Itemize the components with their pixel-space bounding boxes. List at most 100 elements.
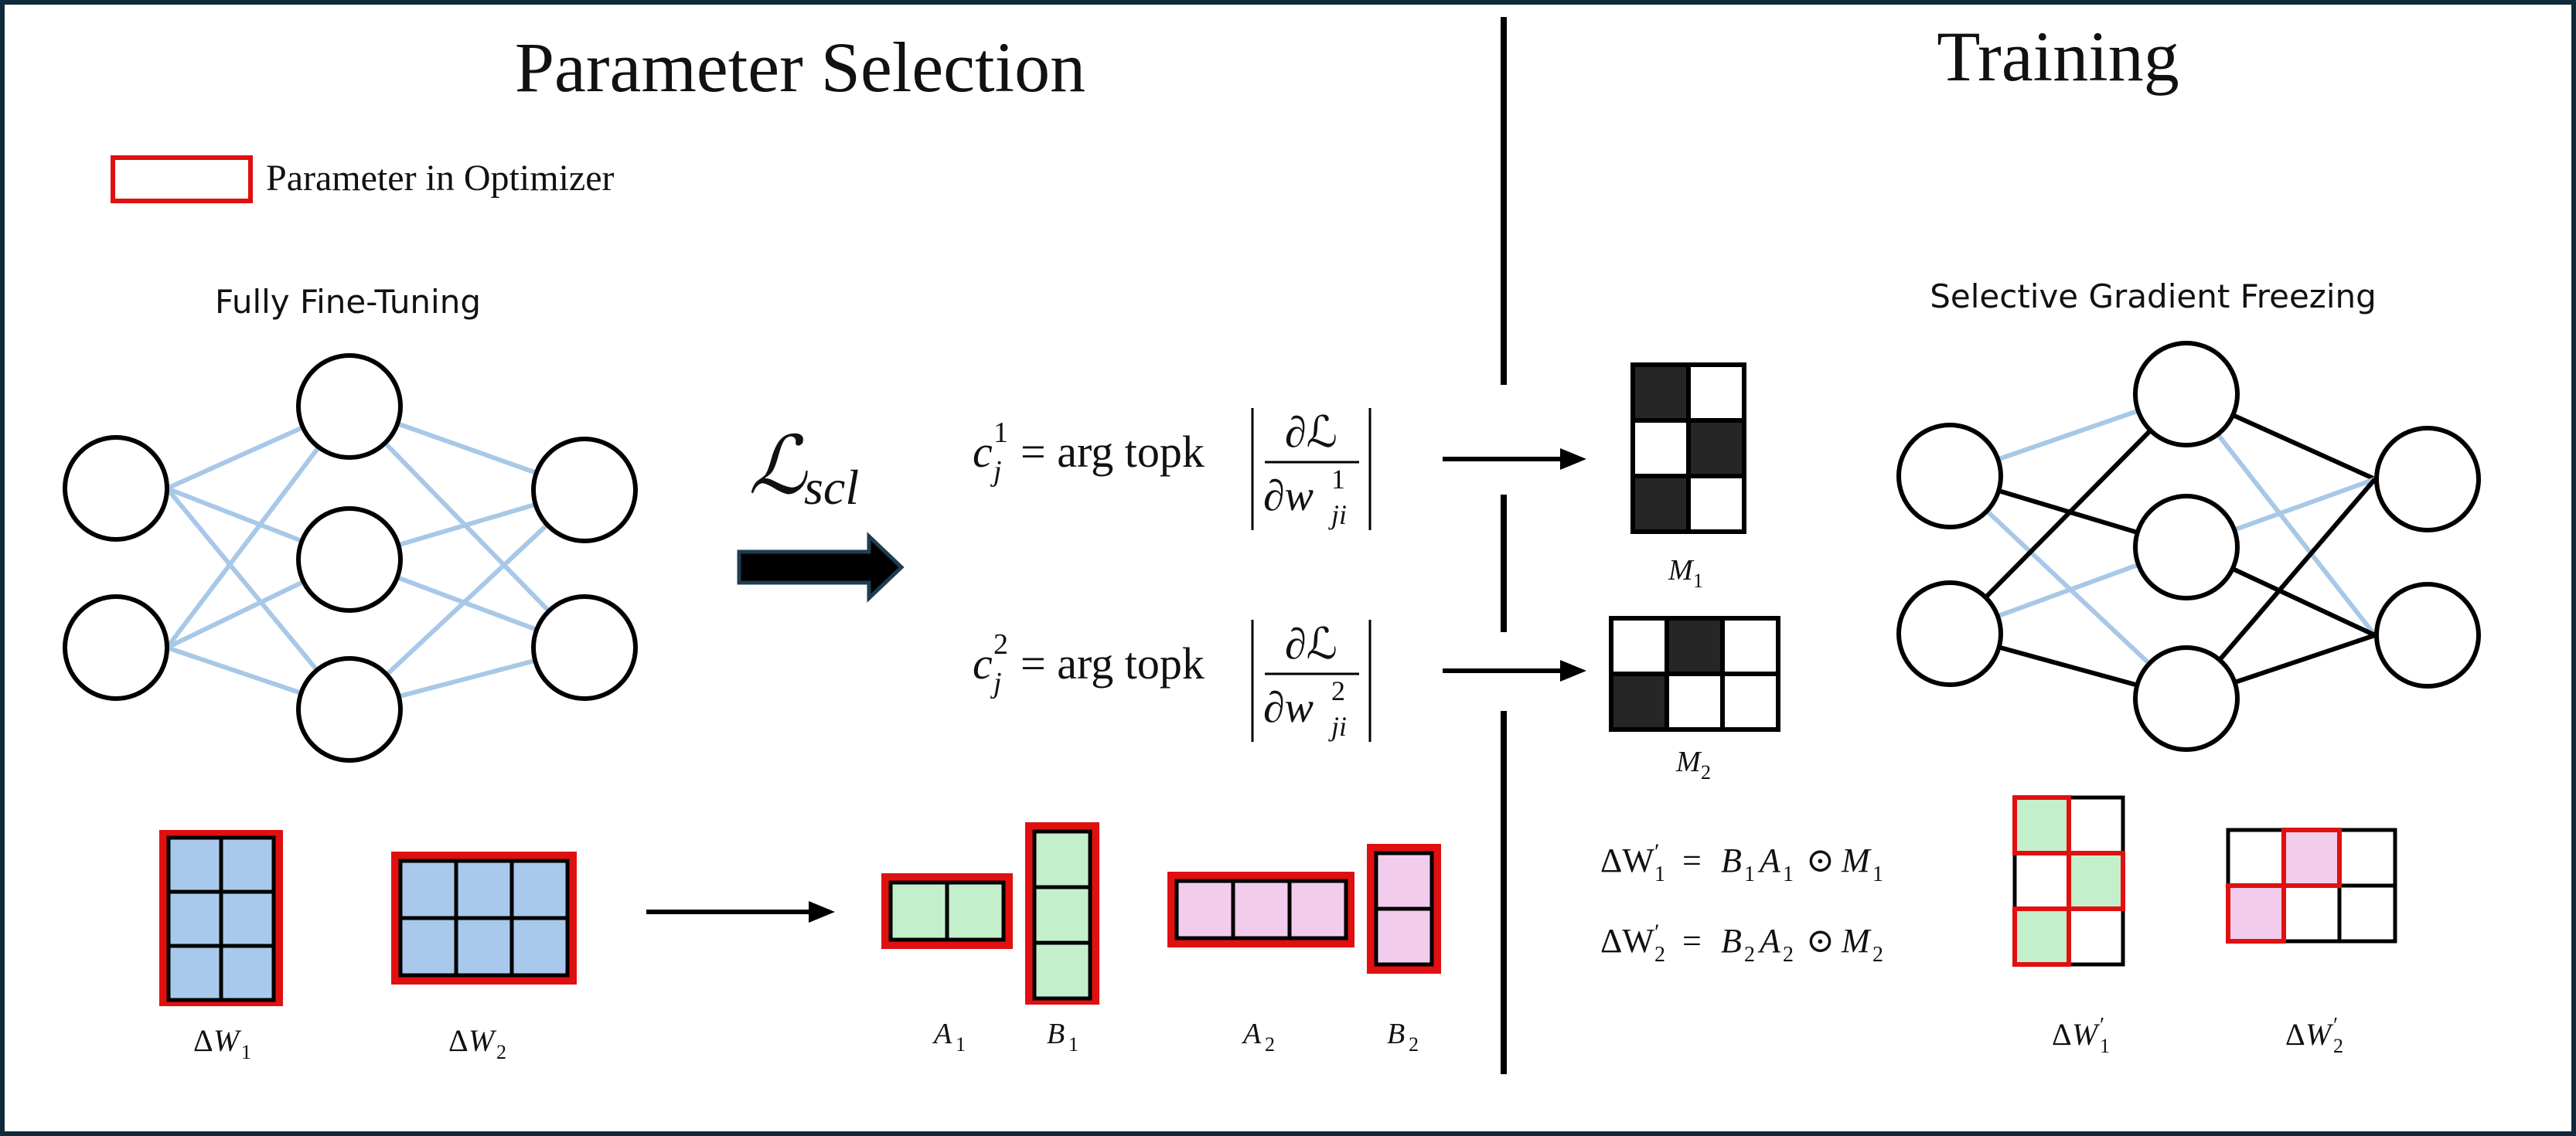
eq1-prime: ′ [1654, 839, 1660, 865]
update-equation-1: ΔW ′ 1 = B 1 A 1 ⊙ M 1 [1600, 839, 1883, 886]
mask-m1-sub: 1 [1693, 570, 1703, 592]
mask-m2-label: M [1675, 746, 1702, 778]
mask-cell [1609, 616, 1669, 676]
arrow-to-lora [646, 901, 835, 923]
right-output-node [2374, 426, 2481, 532]
matrix-dw2-prime: Δ W ′ 2 [2226, 828, 2397, 1057]
mask-m1: M 1 [1630, 362, 1746, 592]
arrow-to-m1 [1443, 448, 1586, 470]
eq-c2-op: = arg topk [1021, 638, 1205, 689]
legend-label: Parameter in Optimizer [266, 158, 615, 199]
matrix-dw1-sub: 1 [241, 1041, 251, 1063]
eq2-lhs-sub: 2 [1654, 943, 1665, 967]
matrix-dw2-delta: Δ [448, 1023, 469, 1058]
eq2-b-sub: 2 [1744, 943, 1755, 967]
left-hidden-node [296, 353, 403, 460]
matrix-dw1-delta: Δ [193, 1023, 213, 1058]
left-output-node [531, 437, 638, 543]
mask-cell [1630, 474, 1691, 534]
matrix-dw1p-sub: 1 [2100, 1035, 2110, 1057]
right-hidden-node [2133, 645, 2240, 752]
eq2-m: M [1841, 922, 1872, 960]
left-hidden-node [296, 506, 403, 613]
loss-letter: ℒ [748, 422, 808, 511]
matrix-b2-base: B [1387, 1018, 1405, 1050]
matrix-dw1p-base: W [2072, 1017, 2101, 1052]
eq-c1-lhs: c [973, 427, 993, 477]
eq-c1-op: = arg topk [1021, 427, 1205, 477]
eq-c2-lhs-sup: 2 [993, 628, 1008, 661]
eq2-a: A [1757, 922, 1781, 960]
right-input-node [1896, 580, 2003, 687]
eq2-prime: ′ [1654, 920, 1660, 945]
eq1-lhs-sub: 1 [1654, 862, 1665, 886]
eq-c2-den-sub: ji [1328, 711, 1347, 742]
eq-c1-numerator: ∂ℒ [1285, 409, 1337, 457]
matrix-dw2p-prime: ′ [2333, 1014, 2338, 1038]
eq1-equals: = [1682, 842, 1702, 879]
eq-c2-lhs: c [973, 638, 993, 689]
matrix-dw1-base: W [213, 1023, 242, 1058]
right-output-node [2374, 582, 2481, 689]
eq1-a-sub: 1 [1783, 862, 1794, 886]
eq2-hadamard: ⊙ [1806, 922, 1835, 960]
mask-m2-sub: 2 [1701, 761, 1711, 784]
matrix-b2-sub: 2 [1409, 1033, 1419, 1056]
mask-cell [1630, 362, 1691, 423]
equation-c1: c 1 j = arg topk ∂ℒ ∂w 1 ji [973, 408, 1371, 530]
eq1-hadamard: ⊙ [1806, 842, 1835, 879]
mask-cell [1720, 616, 1780, 676]
mask-cell [1609, 672, 1669, 732]
eq1-b-sub: 1 [1744, 862, 1755, 886]
mask-cell [1665, 672, 1725, 732]
loss-symbol: ℒ scl [748, 422, 859, 515]
matrix-dw2: Δ W 2 [391, 852, 577, 1063]
eq-c1-den-sup: 1 [1331, 464, 1345, 495]
eq-c1-denominator: ∂w [1263, 472, 1314, 520]
matrix-b1-base: B [1047, 1018, 1065, 1050]
matrix-dw1p-prime: ′ [2100, 1014, 2104, 1038]
left-network-label: Fully Fine-Tuning [215, 283, 481, 321]
eq2-b: B [1721, 922, 1742, 960]
matrix-dw1-prime: Δ W ′ 1 [2012, 795, 2125, 1057]
matrix-dw2-sub: 2 [496, 1041, 506, 1063]
matrix-b1: B 1 [1025, 822, 1099, 1056]
left-input-node [63, 435, 169, 542]
eq-c2-den-sup: 2 [1331, 675, 1345, 706]
right-hidden-node [2133, 494, 2240, 600]
matrix-dw2p-delta: Δ [2285, 1017, 2305, 1052]
right-input-node [1896, 423, 2003, 529]
optimizer-cell-borders [2012, 795, 2125, 967]
matrix-b2: B 2 [1367, 844, 1441, 1056]
matrix-dw1p-delta: Δ [2052, 1017, 2072, 1052]
eq2-m-sub: 2 [1872, 943, 1883, 967]
eq1-b: B [1721, 842, 1742, 879]
mask-cell [1630, 418, 1691, 478]
eq2-a-sub: 2 [1783, 943, 1794, 967]
eq1-lhs: ΔW [1600, 842, 1654, 879]
eq2-equals: = [1682, 922, 1702, 960]
eq-c2-denominator: ∂w [1263, 684, 1314, 732]
eq-c2-numerator: ∂ℒ [1285, 621, 1337, 668]
mask-m1-label: M [1668, 554, 1695, 587]
matrix-dw1: Δ W 1 [159, 830, 283, 1063]
left-output-node [531, 594, 638, 701]
mask-cell [1665, 616, 1725, 676]
right-network [1896, 341, 2481, 752]
mask-cell [1686, 418, 1746, 478]
legend: Parameter in Optimizer [111, 155, 615, 203]
eq-c1-den-sub: ji [1328, 499, 1347, 530]
thick-arrow [737, 532, 905, 603]
matrix-dw2-base: W [469, 1023, 497, 1058]
section-title-right: Training [1937, 17, 2179, 96]
right-network-label: Selective Gradient Freezing [1930, 277, 2377, 315]
mask-m2: M 2 [1609, 616, 1780, 784]
left-network [63, 353, 638, 763]
section-title-left: Parameter Selection [515, 28, 1085, 107]
optimizer-cell-borders [2226, 828, 2342, 944]
loss-subscript: scl [804, 460, 859, 515]
matrix-a2: A 2 [1167, 872, 1354, 1056]
mask-cell [1686, 362, 1746, 423]
update-equation-2: ΔW ′ 2 = B 2 A 2 ⊙ M 2 [1600, 920, 1883, 967]
legend-swatch [111, 155, 253, 203]
